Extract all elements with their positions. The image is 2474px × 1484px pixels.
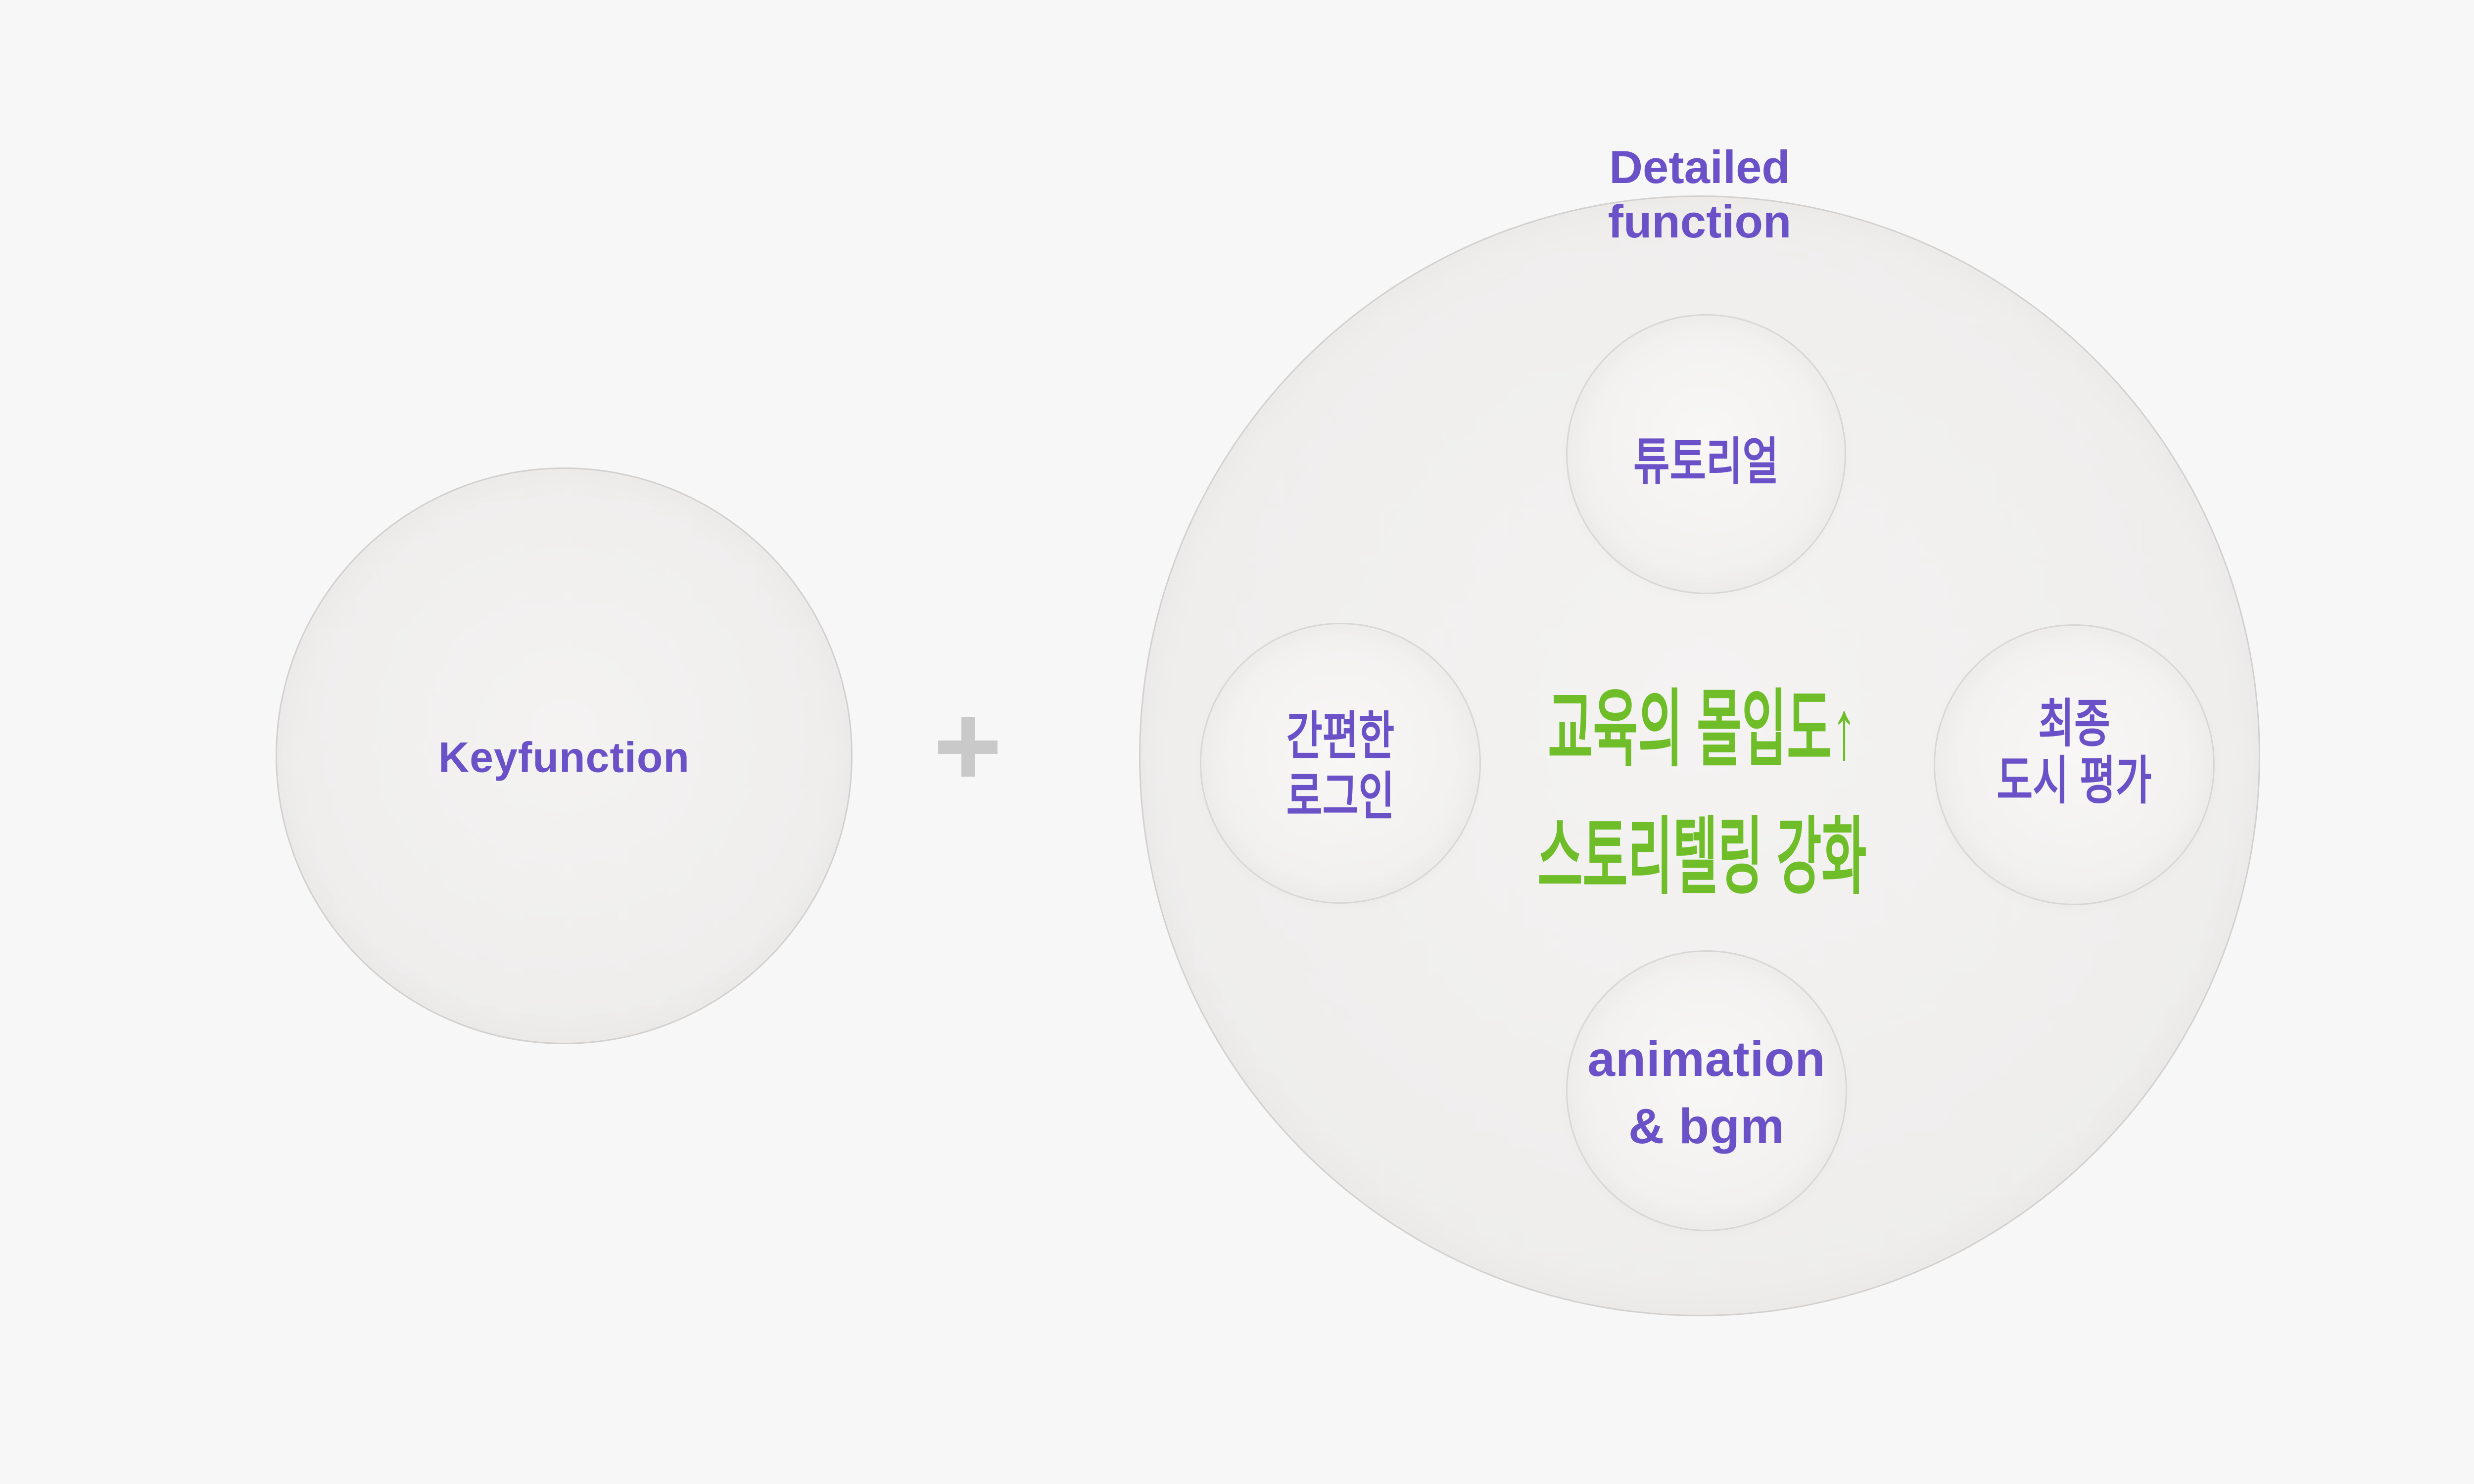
final-city-evaluation-label-line1: 최종 [2038,695,2110,753]
animation-bgm-label-line2: & bgm [1628,1099,1785,1154]
final-city-evaluation-label-line2: 도시 평가 [1997,752,2152,810]
detailed-function-title: Detailed function [1608,140,1792,249]
easy-login-label-line1: 간편한 [1286,707,1395,766]
education-benefit-line2: 스토리텔링 강화 [1537,810,1867,904]
keyfunction-circle [276,467,853,1044]
animation-bgm-label-line1: animation [1587,1031,1826,1087]
sub-circle-final-city-evaluation [1934,624,2215,905]
animation-bgm-label: animation & bgm [1587,1025,1825,1160]
detailed-function-title-line1: Detailed [1609,141,1790,193]
tutorial-label-line1: 튜토리얼 [1633,433,1779,490]
education-benefit-text: 교육의 몰입도↑ 스토리텔링 강화 [1537,666,1866,921]
detailed-function-title-line2: function [1608,195,1792,247]
sub-circle-animation-bgm [1566,950,1847,1231]
final-city-evaluation-label: 최종 도시 평가 [1997,695,2152,810]
sub-circle-easy-login [1200,623,1481,904]
tutorial-label: 튜토리얼 [1633,421,1779,494]
easy-login-label: 간편한 로그인 [1286,706,1394,827]
easy-login-label-line2: 로그인 [1286,768,1395,826]
plus-icon [938,717,998,777]
education-benefit-line1: 교육의 몰입도↑ [1548,682,1856,777]
sub-circle-tutorial [1566,314,1846,594]
plus-icon-vertical-bar [961,717,975,777]
keyfunction-label: Keyfunction [438,734,690,782]
